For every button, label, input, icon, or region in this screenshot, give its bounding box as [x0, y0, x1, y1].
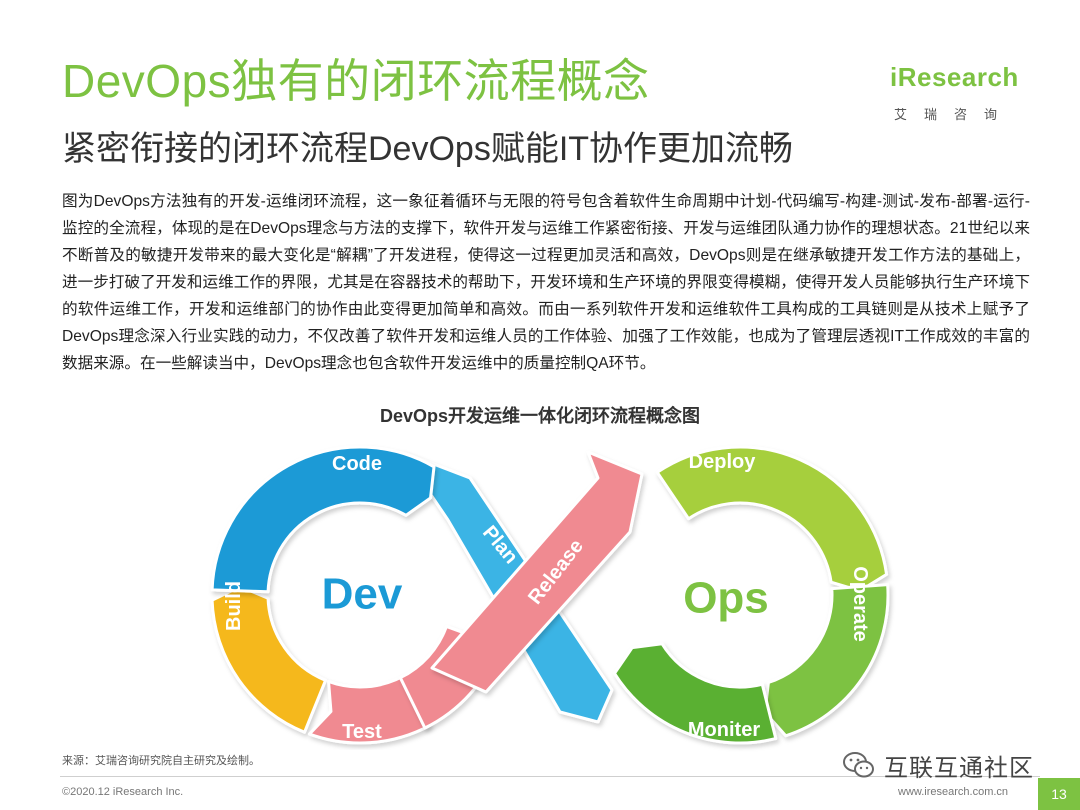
page-number: 13 — [1038, 778, 1080, 810]
stage-label-operate: Operate — [849, 566, 871, 642]
website-link[interactable]: www.iresearch.com.cn — [898, 786, 1008, 798]
copyright: ©2020.12 iResearch Inc. — [62, 786, 183, 798]
stage-label-build: Build — [223, 581, 245, 631]
stage-label-code: Code — [332, 453, 382, 475]
loop-label-dev: Dev — [322, 570, 403, 619]
watermark-text: 互联互通社区 — [884, 748, 1034, 783]
watermark: 互联互通社区 — [842, 748, 1034, 782]
loop-label-ops: Ops — [683, 574, 769, 623]
wechat-icon — [842, 750, 876, 780]
source-note: 来源：艾瑞咨询研究院自主研究及绘制。 — [62, 752, 260, 768]
stage-label-deploy: Deploy — [689, 451, 757, 473]
stage-label-moniter: Moniter — [688, 719, 760, 741]
stage-label-test: Test — [342, 721, 382, 743]
